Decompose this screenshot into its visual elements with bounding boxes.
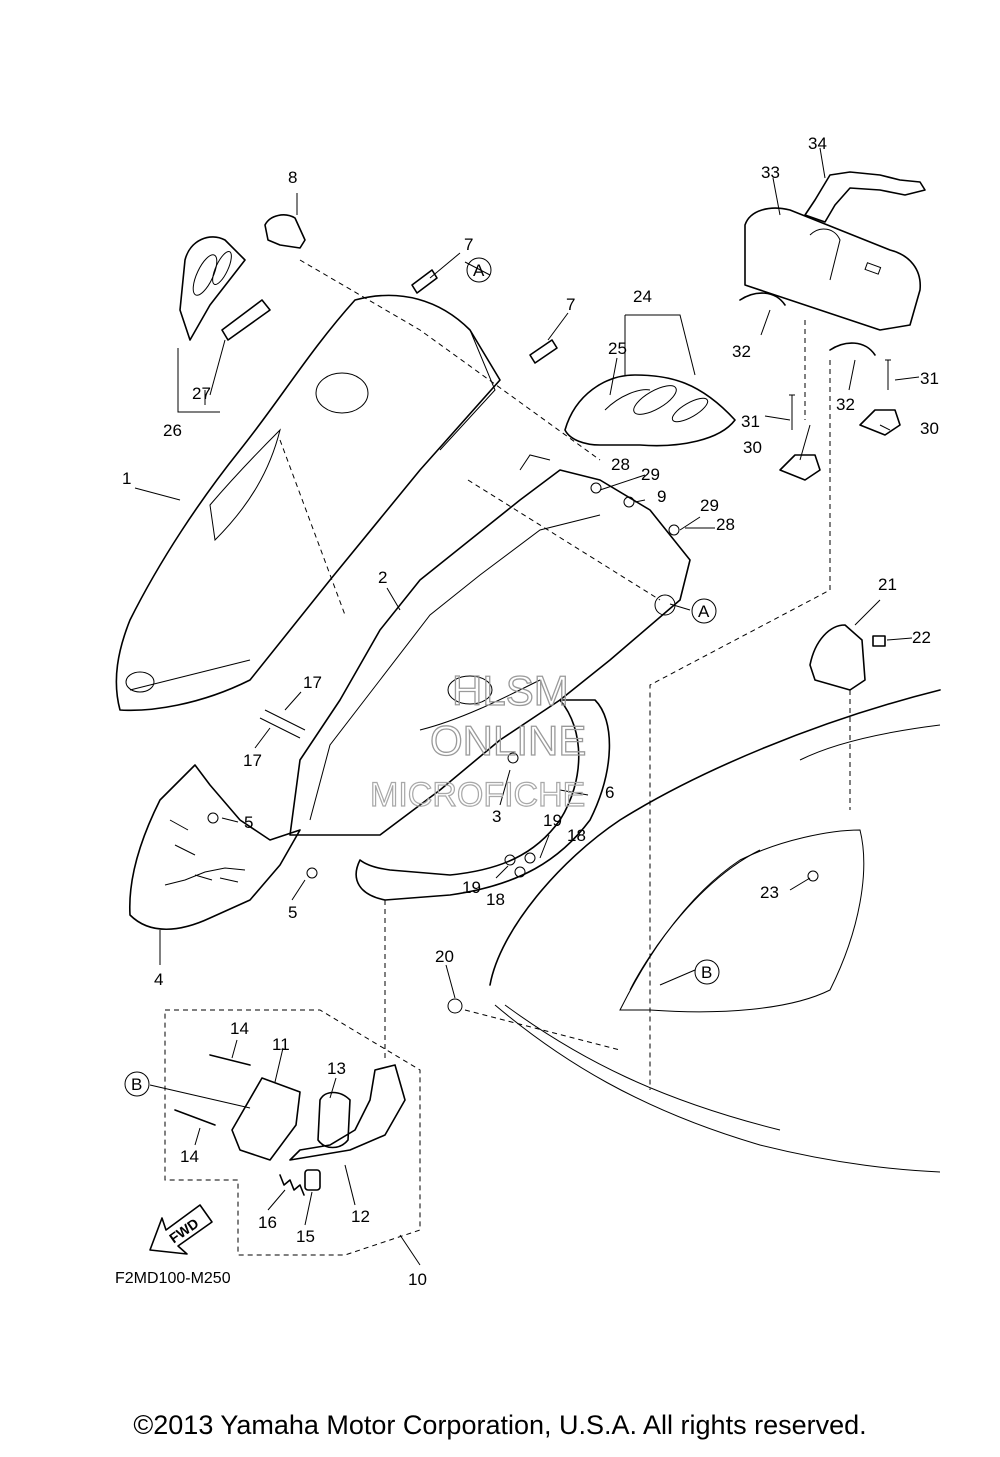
watermark-line: MICROFICHE (370, 776, 585, 814)
callout-number: 9 (657, 487, 666, 506)
callout-number: 16 (258, 1213, 277, 1232)
callout-number: 14 (230, 1019, 249, 1038)
callout-number: 28 (611, 455, 630, 474)
callout-number: 19 (543, 811, 562, 830)
callout-number: 14 (180, 1147, 199, 1166)
callout-number: 29 (700, 496, 719, 515)
part-2-hood-liner (289, 454, 691, 836)
circle-label: A (473, 261, 485, 280)
callout-number: 30 (743, 438, 762, 457)
callout-number: 2 (378, 568, 387, 587)
watermark-line: HLSM (452, 667, 569, 714)
assembly-lines (279, 259, 851, 1090)
callout-numbers: 1 2 3 4 5 5 6 7 7 8 9 10 11 12 13 14 14 … (122, 134, 939, 1289)
circle-label: A (698, 602, 710, 621)
part-7-pads (411, 269, 558, 364)
callout-number: 5 (288, 903, 297, 922)
callout-number: 11 (272, 1035, 290, 1054)
callout-number: 20 (435, 947, 454, 966)
callout-number: 12 (351, 1207, 370, 1226)
hull-body (489, 689, 941, 1173)
callout-number: 7 (566, 295, 575, 314)
part-33-bag (744, 207, 921, 331)
callout-number: 30 (920, 419, 939, 438)
callout-number: 15 (296, 1227, 315, 1246)
watermark-line: ONLINE (430, 717, 586, 764)
callout-number: 32 (836, 395, 855, 414)
part-1-hood-cover (115, 294, 501, 712)
part-10-handle-assembly (164, 1009, 421, 1256)
part-34-strap (804, 171, 926, 223)
callout-number: 34 (808, 134, 827, 153)
part-30-brackets (779, 409, 901, 481)
callout-number: 10 (408, 1270, 427, 1289)
callout-number: 4 (154, 970, 163, 989)
callout-number: 23 (760, 883, 779, 902)
callout-number: 3 (492, 807, 501, 826)
callout-number: 25 (608, 339, 627, 358)
part-6-gasket (355, 699, 611, 901)
callout-number: 18 (486, 890, 505, 909)
callout-number: 19 (462, 878, 481, 897)
callout-number: 22 (912, 628, 931, 647)
callout-number: 7 (464, 235, 473, 254)
callout-number: 27 (192, 384, 211, 403)
callout-number: 17 (243, 751, 262, 770)
callout-number: 32 (732, 342, 751, 361)
hardware (207, 482, 819, 1014)
part-24-vent-cover (564, 374, 736, 447)
copyright-notice: ©2013 Yamaha Motor Corporation, U.S.A. A… (133, 1410, 867, 1440)
circle-labels: A A B B (124, 257, 720, 1097)
callout-number: 29 (641, 465, 660, 484)
callout-number: 17 (303, 673, 322, 692)
leader-lines (134, 147, 920, 1266)
callout-number: 31 (741, 412, 760, 431)
callout-number: 28 (716, 515, 735, 534)
diagram-code: F2MD100-M250 (115, 1270, 231, 1287)
callout-number: 31 (920, 369, 939, 388)
part-26-vent-grille (179, 236, 271, 341)
watermark: HLSM ONLINE MICROFICHE (369, 666, 587, 814)
callout-number: 18 (567, 826, 586, 845)
callout-number: 33 (761, 163, 780, 182)
parts-diagram: A A B B 1 2 3 4 5 5 6 7 7 8 9 10 11 12 1… (115, 134, 941, 1289)
circle-label: B (131, 1075, 142, 1094)
part-31-rivets (789, 359, 891, 430)
part-22-nut (872, 635, 886, 647)
circle-label: B (701, 963, 712, 982)
callout-number: 26 (163, 421, 182, 440)
part-21-cover (809, 624, 866, 691)
callout-number: 21 (878, 575, 897, 594)
callout-number: 5 (244, 813, 253, 832)
forward-arrow: FWD (149, 1204, 213, 1255)
callout-number: 1 (122, 469, 131, 488)
part-8-clip (264, 214, 306, 249)
callout-number: 6 (605, 783, 614, 802)
part-4-grille-cover (128, 764, 301, 931)
callout-number: 24 (633, 287, 652, 306)
callout-number: 8 (288, 168, 297, 187)
callout-number: 13 (327, 1059, 346, 1078)
part-32-bands (739, 292, 876, 356)
